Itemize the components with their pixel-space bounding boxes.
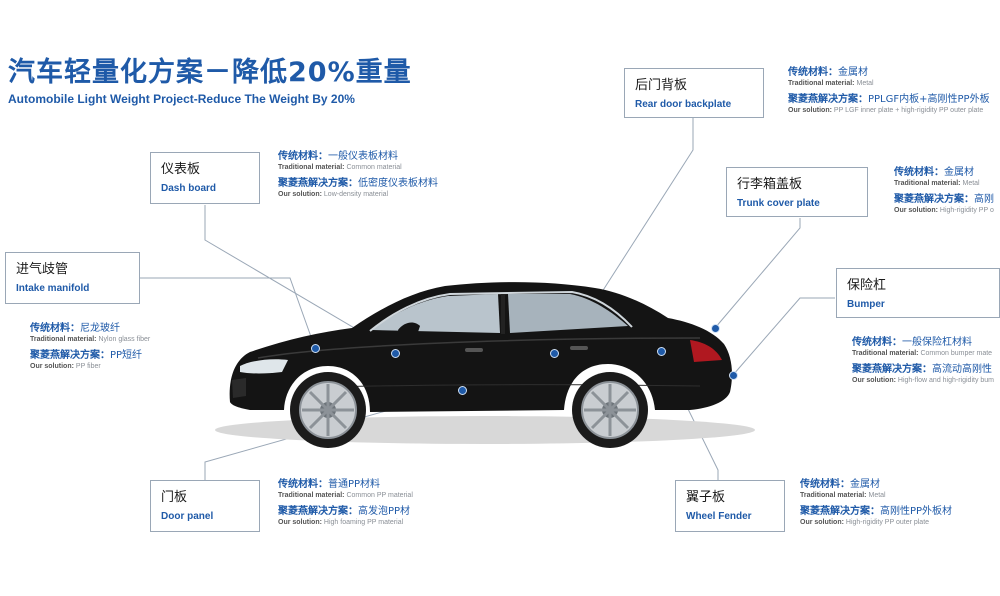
info-wheel-fender: 传统材料：金属材 Traditional material: Metal 聚菱燕… <box>800 479 953 526</box>
wheel-front <box>290 372 366 448</box>
label-en: Trunk cover plate <box>737 198 820 209</box>
label-zh: 门板 <box>161 490 188 505</box>
label-box-bumper[interactable]: 保险杠 Bumper <box>836 268 1000 318</box>
car-window-frame <box>369 290 633 332</box>
wheel-rear <box>572 372 648 448</box>
car-window-rear <box>508 294 628 333</box>
marker-dot-intake[interactable] <box>311 344 320 353</box>
marker-dot-wheel-fender[interactable] <box>657 347 666 356</box>
marker-dot-door-panel[interactable] <box>458 386 467 395</box>
leader-line-dash-board <box>204 205 396 353</box>
leader-line-intake <box>140 277 316 349</box>
marker-dot-bumper[interactable] <box>729 371 738 380</box>
leader-line-trunk-cover <box>714 218 801 329</box>
label-zh: 保险杠 <box>847 278 887 293</box>
label-zh: 行李箱盖板 <box>737 177 803 192</box>
label-box-trunk-cover[interactable]: 行李箱盖板 Trunk cover plate <box>726 167 868 217</box>
label-en: Rear door backplate <box>635 99 732 110</box>
info-intake-manifold: 传统材料：尼龙玻纤 Traditional material: Nylon gl… <box>30 323 151 370</box>
leader-lines <box>140 118 835 480</box>
label-zh: 进气歧管 <box>16 262 69 277</box>
label-box-door-panel[interactable]: 门板 Door panel <box>150 480 260 532</box>
car-headlight <box>240 359 288 374</box>
label-box-intake-manifold[interactable]: 进气歧管 Intake manifold <box>5 252 140 304</box>
marker-dot-trunk-cover[interactable] <box>711 324 720 333</box>
label-zh: 翼子板 <box>686 490 726 505</box>
info-bumper: 传统材料：一般保险杠材料 Traditional material: Commo… <box>852 337 995 384</box>
info-trunk-cover: 传统材料：金属材 Traditional material: Metal 聚菱燕… <box>894 167 994 214</box>
info-dash-board: 传统材料：一般仪表板材料 Traditional material: Commo… <box>278 151 438 198</box>
leader-line-bumper <box>732 297 835 376</box>
marker-dot-rear-door[interactable] <box>550 349 559 358</box>
label-en: Dash board <box>161 183 217 194</box>
label-box-rear-door[interactable]: 后门背板 Rear door backplate <box>624 68 764 118</box>
info-door-panel: 传统材料：普通PP材料 Traditional material: Common… <box>278 479 413 526</box>
label-en: Wheel Fender <box>686 511 752 522</box>
car-window-front <box>372 294 500 333</box>
info-rear-door: 传统材料：金属材 Traditional material: Metal 聚菱燕… <box>788 67 990 114</box>
car-illustration <box>229 282 732 448</box>
label-box-dash-board[interactable]: 仪表板 Dash board <box>150 152 260 204</box>
label-zh: 仪表板 <box>161 162 201 177</box>
leader-line-rear-door <box>599 118 694 296</box>
label-en: Door panel <box>161 511 214 522</box>
page-title: 汽车轻量化方案－降低20%重量 <box>8 57 412 88</box>
marker-dot-dash-board[interactable] <box>391 349 400 358</box>
label-en: Bumper <box>847 299 885 310</box>
page-subtitle: Automobile Light Weight Project-Reduce T… <box>8 92 355 106</box>
leader-line-door-panel <box>204 389 461 480</box>
label-en: Intake manifold <box>16 283 90 294</box>
label-box-wheel-fender[interactable]: 翼子板 Wheel Fender <box>675 480 785 532</box>
car-taillight <box>690 340 722 362</box>
label-zh: 后门背板 <box>635 78 688 93</box>
